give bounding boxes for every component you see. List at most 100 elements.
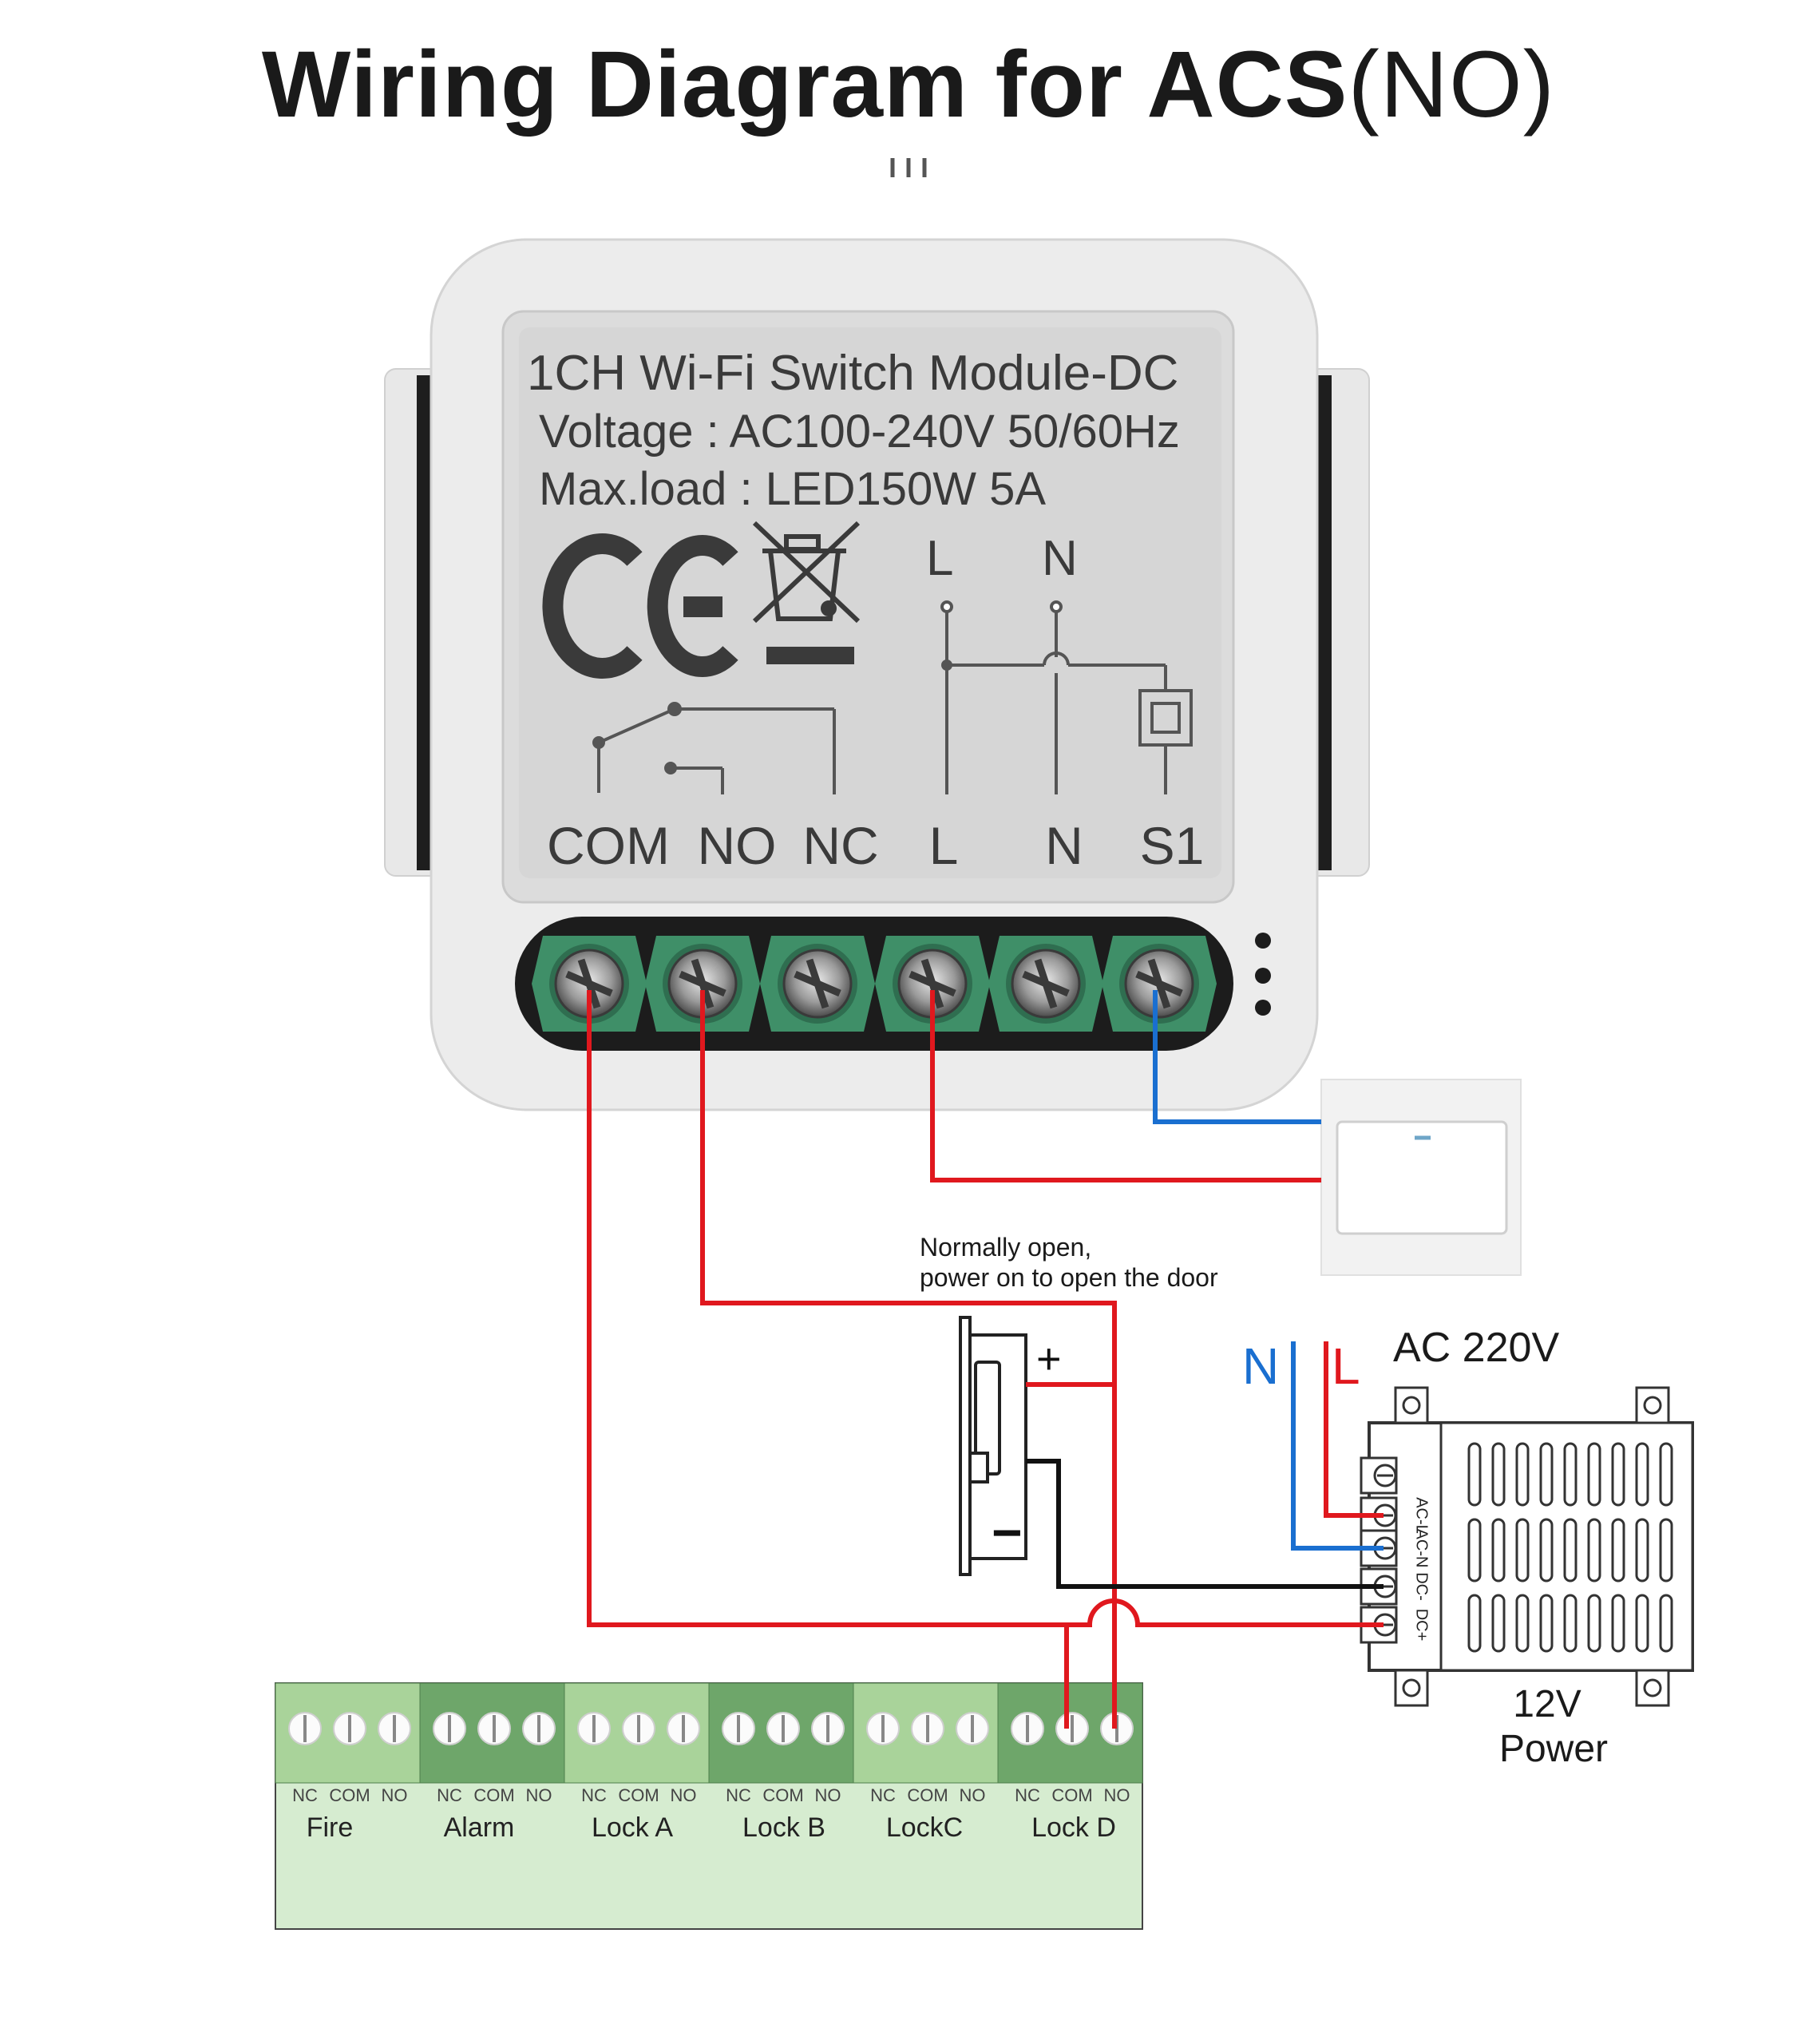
vent-slot — [1611, 1518, 1625, 1583]
terminal-screw-com — [532, 936, 647, 1032]
lock-plus-label: + — [1036, 1335, 1062, 1383]
terminal-screw-n — [988, 936, 1103, 1032]
psu-terminal-label: AC-N — [1413, 1529, 1431, 1568]
controller-group-label: Lock A — [592, 1812, 673, 1843]
wire-l-to-switch — [930, 990, 1321, 1182]
controller-sublabel: NC — [581, 1785, 607, 1805]
vent-slot — [1467, 1594, 1482, 1653]
psu-terminal-label: AC-L — [1413, 1497, 1431, 1534]
title-tick-marks — [890, 158, 927, 177]
vent-slot — [1659, 1442, 1673, 1507]
controller-sublabel: COM — [329, 1785, 370, 1805]
wire-lock-minus — [1026, 1459, 1384, 1589]
diagram-title: Wiring Diagram for ACS(NO) — [261, 32, 1556, 137]
module-voltage: Voltage : AC100-240V 50/60Hz — [539, 406, 1180, 458]
psu-terminal-label: DC- — [1413, 1572, 1431, 1601]
terminal-screw-no — [645, 936, 760, 1032]
wire-ac-n — [1291, 1341, 1384, 1551]
vent-slot — [1659, 1594, 1673, 1653]
power-supply-mount-tabs — [1394, 1386, 1670, 1707]
controller-sublabel: NC — [437, 1785, 462, 1805]
wires — [587, 990, 1384, 1729]
vent-slot — [1635, 1442, 1649, 1507]
controller-screw — [577, 1712, 611, 1745]
vent-slot — [1491, 1442, 1506, 1507]
controller-screw — [477, 1712, 511, 1745]
vent-slot — [1491, 1518, 1506, 1583]
controller-sublabel: COM — [473, 1785, 514, 1805]
vent-slot — [1515, 1442, 1530, 1507]
module-top-l-label: L — [926, 531, 953, 586]
vent-slot — [1467, 1442, 1482, 1507]
vent-slot — [1563, 1442, 1578, 1507]
controller-group-label: LockC — [886, 1812, 963, 1843]
vent-slot — [1587, 1594, 1601, 1653]
controller-screw — [667, 1712, 700, 1745]
vent-slot — [1563, 1518, 1578, 1583]
vent-slot — [1635, 1594, 1649, 1653]
wire-ac-l — [1324, 1341, 1384, 1518]
controller-group-lockc — [853, 1682, 999, 1784]
controller-screw — [378, 1712, 411, 1745]
lock-minus-label: − — [992, 1503, 1023, 1562]
controller-sublabel: COM — [762, 1785, 803, 1805]
vent-slot — [1515, 1518, 1530, 1583]
vent-slot — [1611, 1442, 1625, 1507]
controller-sublabel: COM — [1051, 1785, 1092, 1805]
power-supply-vents — [1467, 1442, 1673, 1653]
module-schematic — [592, 600, 1193, 794]
vent-slot — [1635, 1518, 1649, 1583]
module-top-n-label: N — [1042, 531, 1078, 586]
vent-slot — [1539, 1518, 1554, 1583]
controller-sublabel: NC — [726, 1785, 751, 1805]
controller-group-label: Lock B — [742, 1812, 825, 1843]
controller-screw — [622, 1712, 655, 1745]
weee-bin-icon — [752, 521, 861, 664]
psu-terminal-label: DC+ — [1413, 1609, 1431, 1642]
terminal-screw-l — [875, 936, 990, 1032]
controller-sublabel: COM — [618, 1785, 659, 1805]
controller-terminal-groups — [275, 1682, 1143, 1784]
controller-sublabel: NC — [870, 1785, 896, 1805]
wall-switch — [1320, 1079, 1522, 1276]
module-terminal-labels: COM NO NC L N S1 — [547, 816, 1204, 875]
vent-slot — [1587, 1518, 1601, 1583]
controller-screw — [1055, 1712, 1089, 1745]
ce-mark-logo — [542, 533, 738, 679]
switch-module: 1CH Wi-Fi Switch Module-DC Voltage : AC1… — [384, 238, 1370, 1111]
controller-group-label: Alarm — [444, 1812, 515, 1843]
terminal-screw-s1 — [1102, 936, 1217, 1032]
controller-group-label: Fire — [307, 1812, 354, 1843]
controller-group-lock-b — [708, 1682, 854, 1784]
controller-screw — [1011, 1712, 1044, 1745]
terminal-screws — [532, 936, 1217, 1032]
controller-group-lock-d — [997, 1682, 1143, 1784]
vent-slot — [1563, 1594, 1578, 1653]
terminal-label-l: L — [929, 816, 959, 875]
vent-slot — [1539, 1594, 1554, 1653]
wire-no-to-lock-com — [700, 990, 1117, 1729]
controller-screw — [866, 1712, 900, 1745]
controller-sublabel: COM — [907, 1785, 948, 1805]
controller-group-fire — [275, 1682, 421, 1784]
controller-screw — [766, 1712, 800, 1745]
power-label-line2: Power — [1499, 1728, 1608, 1770]
power-supply-terminal-labels: AC-LAC-N DC- DC+ — [1413, 1497, 1431, 1641]
controller-group-labels: Fire Alarm Lock A Lock B LockC Lock D — [307, 1812, 1116, 1843]
vent-slot — [1587, 1442, 1601, 1507]
vent-slot — [1611, 1594, 1625, 1653]
vent-slot — [1539, 1442, 1554, 1507]
terminal-screw-nc — [760, 936, 875, 1032]
module-name: 1CH Wi-Fi Switch Module-DC — [527, 346, 1178, 401]
controller-group-label: Lock D — [1031, 1812, 1116, 1843]
electric-lock — [959, 1316, 1027, 1576]
note-line-2: power on to open the door — [920, 1263, 1218, 1292]
controller-screw — [911, 1712, 944, 1745]
controller-sublabel: NO — [382, 1785, 408, 1805]
controller-screw — [433, 1712, 466, 1745]
controller-sublabel: NO — [960, 1785, 986, 1805]
terminal-label-no: NO — [698, 816, 777, 875]
terminal-label-com: COM — [547, 816, 670, 875]
